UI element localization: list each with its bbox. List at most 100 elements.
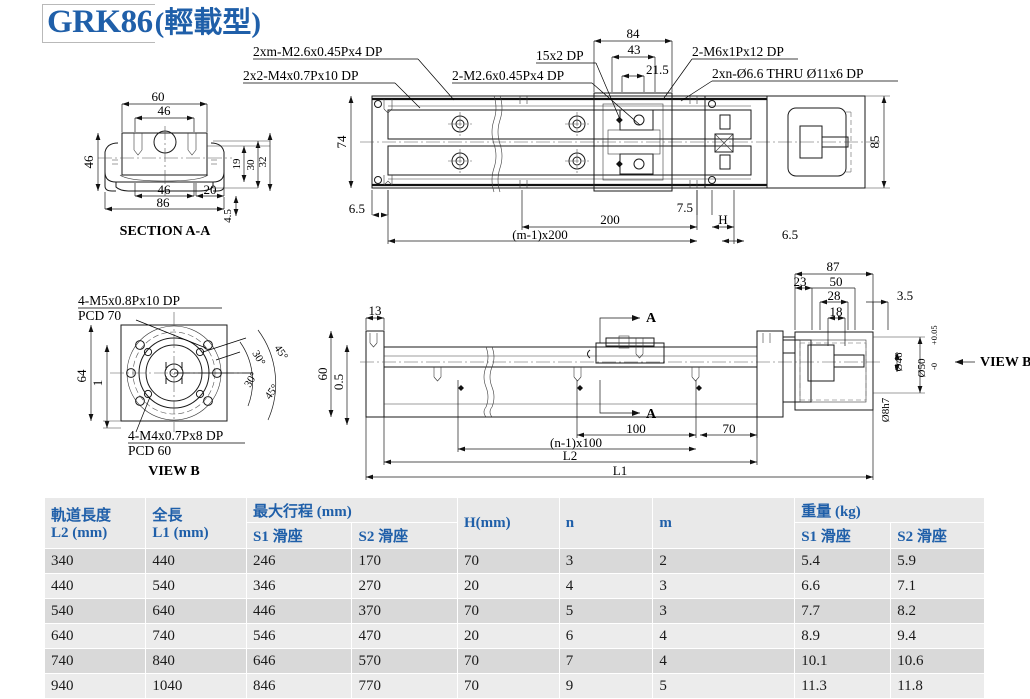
cell-weight-s1: 7.7 bbox=[794, 598, 892, 624]
cell-m: 4 bbox=[652, 623, 796, 649]
dim-19: 19 bbox=[231, 158, 243, 170]
dim-60-front: 60 bbox=[315, 368, 330, 381]
header-weight-s2: S2 滑座 bbox=[890, 522, 985, 549]
dim-18: 18 bbox=[830, 304, 843, 319]
cell-n: 9 bbox=[558, 673, 654, 699]
header-l2-title: 軌道長度 bbox=[51, 508, 112, 524]
page-title: GRK86 (輕載型) bbox=[42, 4, 261, 43]
cell-weight-s2: 7.1 bbox=[890, 573, 985, 599]
cell-stroke-s2: 570 bbox=[351, 648, 458, 674]
dim-4-5: 4.5 bbox=[222, 209, 234, 223]
cell-weight-s2: 9.4 bbox=[890, 623, 985, 649]
dim-50: 50 bbox=[830, 274, 843, 289]
cell-n: 4 bbox=[558, 573, 654, 599]
dim-d46: Ø46 bbox=[893, 352, 905, 371]
cell-m: 2 bbox=[652, 548, 796, 574]
cell-weight-s1: 5.4 bbox=[794, 548, 892, 574]
cell-stroke-s2: 170 bbox=[351, 548, 458, 574]
cell-weight-s2: 8.2 bbox=[890, 598, 985, 624]
dim-70: 70 bbox=[723, 421, 736, 436]
cell-n: 7 bbox=[558, 648, 654, 674]
dim-32: 32 bbox=[257, 157, 269, 168]
cell-stroke-s2: 770 bbox=[351, 673, 458, 699]
header-max-stroke: 最大行程 (mm) bbox=[245, 497, 458, 523]
note-2xm: 2xm-M2.6x0.45Px4 DP bbox=[253, 44, 382, 59]
dim-d50-tol-lower: -0 bbox=[929, 363, 939, 370]
cell-stroke-s2: 470 bbox=[351, 623, 458, 649]
dim-74: 74 bbox=[334, 135, 349, 149]
cell-h: 70 bbox=[456, 598, 560, 624]
dim-7-5: 7.5 bbox=[677, 200, 693, 215]
dim-20: 20 bbox=[204, 182, 217, 197]
cell-weight-s1: 10.1 bbox=[794, 648, 892, 674]
dim-6-5-right: 6.5 bbox=[782, 227, 798, 242]
note-pcd70: PCD 70 bbox=[78, 308, 121, 323]
section-aa-caption: SECTION A-A bbox=[120, 224, 212, 239]
cell-m: 5 bbox=[652, 673, 796, 699]
dim-85: 85 bbox=[867, 136, 882, 149]
note-4-m4: 4-M4x0.7Px8 DP bbox=[128, 428, 223, 443]
cell-l2: 640 bbox=[43, 623, 147, 649]
header-l1-sub: L1 (mm) bbox=[152, 525, 209, 541]
cell-stroke-s1: 646 bbox=[245, 648, 353, 674]
table-header: 軌道長度 L2 (mm) 全長 L1 (mm) 最大行程 (mm) H(mm) … bbox=[43, 497, 985, 549]
cell-stroke-s1: 246 bbox=[245, 548, 353, 574]
note-2-m26: 2-M2.6x0.45Px4 DP bbox=[452, 68, 564, 83]
header-l1: 全長 L1 (mm) bbox=[145, 497, 247, 549]
dim-87: 87 bbox=[827, 259, 841, 274]
header-stroke-s2: S2 滑座 bbox=[351, 522, 458, 549]
technical-drawing: 60 46 46 46 20 bbox=[74, 26, 1030, 480]
header-l2-sub: L2 (mm) bbox=[51, 525, 108, 541]
cell-stroke-s1: 446 bbox=[245, 598, 353, 624]
dim-6-5-left: 6.5 bbox=[349, 201, 365, 216]
dim-d8h7: Ø8h7 bbox=[880, 397, 892, 422]
cell-l2: 540 bbox=[43, 598, 147, 624]
header-l1-title: 全長 bbox=[152, 508, 183, 524]
cell-h: 70 bbox=[456, 648, 560, 674]
dim-45-bot: 45° bbox=[263, 382, 282, 402]
dim-30: 30 bbox=[245, 159, 257, 171]
note-2-m6: 2-M6x1Px12 DP bbox=[692, 44, 784, 59]
note-2x2-m4: 2x2-M4x0.7Px10 DP bbox=[243, 68, 359, 83]
cell-n: 3 bbox=[558, 548, 654, 574]
header-m: m bbox=[652, 497, 796, 549]
cell-n: 5 bbox=[558, 598, 654, 624]
cell-weight-s1: 8.9 bbox=[794, 623, 892, 649]
cell-l1: 540 bbox=[145, 573, 247, 599]
dim-46-bottom: 46 bbox=[158, 182, 172, 197]
dim-1: 1 bbox=[90, 380, 105, 387]
cell-m: 4 bbox=[652, 648, 796, 674]
dim-30-top: 30° bbox=[249, 349, 267, 368]
cell-l1: 1040 bbox=[145, 673, 247, 699]
cell-h: 70 bbox=[456, 548, 560, 574]
dim-84: 84 bbox=[627, 26, 641, 41]
cell-weight-s1: 6.6 bbox=[794, 573, 892, 599]
spec-table: 軌道長度 L2 (mm) 全長 L1 (mm) 最大行程 (mm) H(mm) … bbox=[43, 497, 985, 699]
cell-n: 6 bbox=[558, 623, 654, 649]
cell-stroke-s1: 546 bbox=[245, 623, 353, 649]
dim-46-left: 46 bbox=[81, 155, 96, 169]
view-b-arrow-label: VIEW B bbox=[980, 355, 1030, 370]
section-arrow-top: A bbox=[646, 311, 657, 326]
note-4-m5: 4-M5x0.8Px10 DP bbox=[78, 293, 180, 308]
note-2xn-thru: 2xn-Ø6.6 THRU Ø11x6 DP bbox=[712, 66, 864, 81]
dim-d50-tol-upper: +0.05 bbox=[929, 325, 939, 345]
dim-100: 100 bbox=[626, 421, 646, 436]
header-weight: 重量 (kg) bbox=[794, 497, 985, 523]
dim-43: 43 bbox=[628, 42, 641, 57]
cell-l2: 940 bbox=[43, 673, 147, 699]
dim-64: 64 bbox=[74, 369, 89, 383]
section-arrow-bottom: A bbox=[646, 407, 657, 422]
dim-L2: L2 bbox=[563, 448, 577, 463]
dim-0-5: 0.5 bbox=[331, 374, 346, 390]
cell-weight-s2: 10.6 bbox=[890, 648, 985, 674]
dim-86: 86 bbox=[157, 195, 171, 210]
front-view: A A 13 60 0.5 100 bbox=[315, 259, 1030, 480]
cell-stroke-s2: 270 bbox=[351, 573, 458, 599]
title-model: GRK86 bbox=[42, 4, 155, 43]
header-n: n bbox=[558, 497, 654, 549]
cell-stroke-s1: 346 bbox=[245, 573, 353, 599]
